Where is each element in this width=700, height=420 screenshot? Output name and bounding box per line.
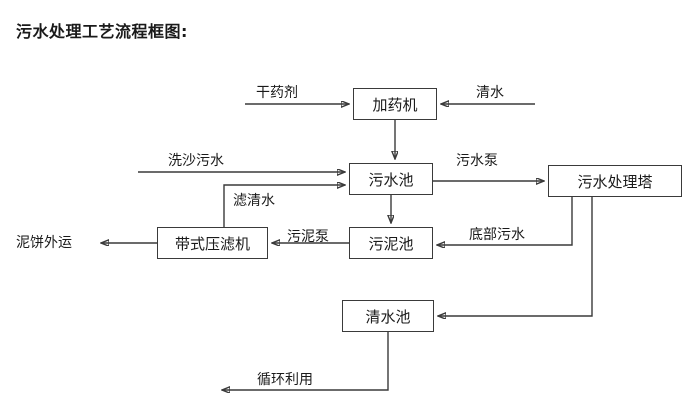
node-treatment-tower[interactable]: 污水处理塔: [548, 165, 682, 197]
node-clear-water-pool[interactable]: 清水池: [342, 300, 434, 332]
terminal-label-mud-cake-out: 泥饼外运: [16, 235, 72, 251]
edge-tower-to-clear-pool: [438, 197, 593, 316]
node-belt-filter-press[interactable]: 带式压滤机: [157, 227, 268, 259]
node-sludge-pool[interactable]: 污泥池: [349, 227, 433, 259]
edge-label-bottom-sewage: 底部污水: [469, 227, 525, 243]
node-sewage-pool[interactable]: 污水池: [349, 163, 433, 195]
edge-label-clean-water: 清水: [476, 85, 504, 101]
page-title: 污水处理工艺流程框图:: [16, 22, 188, 41]
edge-label-recycle-use: 循环利用: [257, 372, 313, 388]
edge-label-sewage-pump: 污水泵: [456, 153, 498, 169]
edge-label-dry-reagent: 干药剂: [256, 85, 298, 101]
node-dosing-machine[interactable]: 加药机: [353, 88, 437, 120]
edge-label-sludge-pump: 污泥泵: [287, 229, 329, 245]
edge-label-filtered-water: 滤清水: [233, 193, 275, 209]
edge-label-sand-wash-sewage: 洗沙污水: [168, 153, 224, 169]
